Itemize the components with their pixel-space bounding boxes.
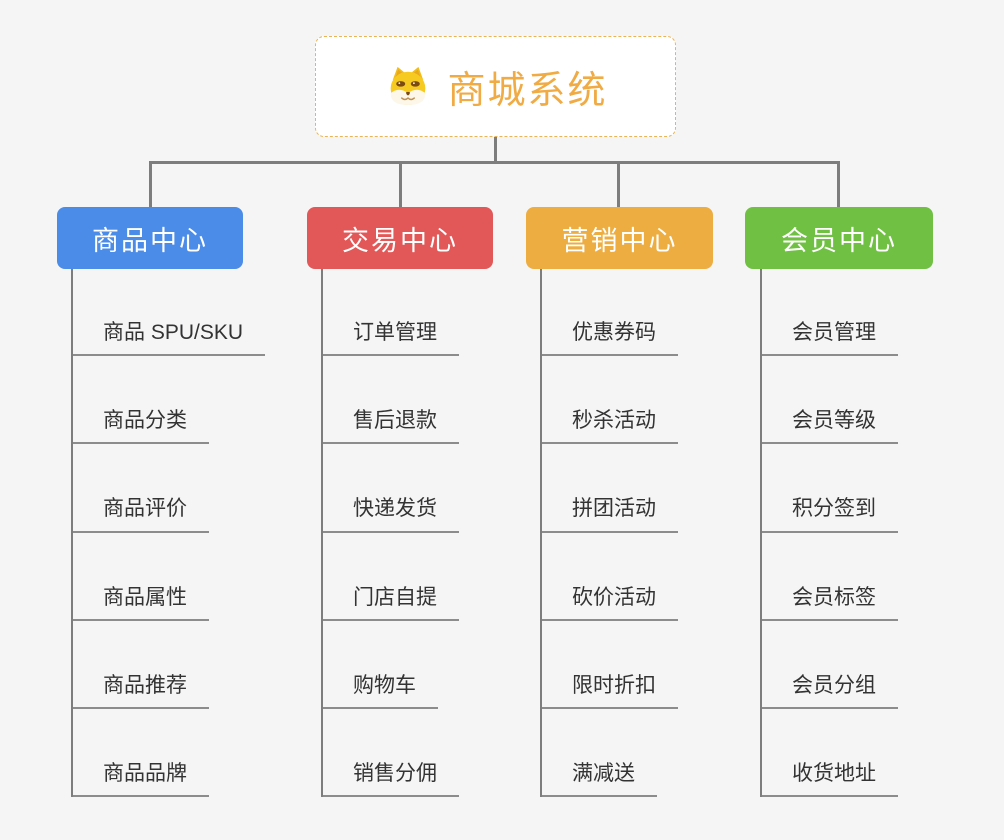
mindmap-node[interactable]: 快递发货: [323, 444, 459, 533]
root-connector-line: [494, 137, 497, 164]
node-label: 商品评价: [73, 497, 209, 533]
mindmap-node[interactable]: 门店自提: [323, 533, 459, 621]
mindmap-node[interactable]: 商品品牌: [73, 709, 265, 798]
node-label: 购物车: [323, 674, 438, 710]
node-label: 拼团活动: [542, 497, 678, 533]
node-label: 商品分类: [73, 409, 209, 445]
node-label: 商品推荐: [73, 674, 209, 710]
branch-children-product: 商品 SPU/SKU 商品分类 商品评价 商品属性 商品推荐 商品品牌: [71, 269, 266, 798]
branch-bus-line: [149, 161, 840, 164]
mindmap-node[interactable]: 积分签到: [762, 444, 898, 533]
mindmap-node[interactable]: 会员分组: [762, 621, 898, 710]
branch-drop-line: [149, 161, 152, 208]
branch-children-trade: 订单管理 售后退款 快递发货 门店自提 购物车 销售分佣: [321, 269, 459, 798]
node-label: 商品品牌: [73, 762, 209, 798]
branch-drop-line: [617, 161, 620, 208]
node-label: 快递发货: [323, 497, 459, 533]
mindmap-node[interactable]: 商品分类: [73, 356, 265, 445]
node-label: 收货地址: [762, 762, 898, 798]
mindmap-node[interactable]: 订单管理: [323, 269, 459, 356]
mindmap-node[interactable]: 秒杀活动: [542, 356, 678, 445]
branch-node-marketing-center[interactable]: 营销中心: [526, 207, 713, 269]
branch-drop-line: [399, 161, 402, 208]
node-label: 会员等级: [762, 409, 898, 445]
mindmap-node[interactable]: 会员管理: [762, 269, 898, 356]
branch-label: 营销中心: [561, 225, 678, 256]
mindmap-node[interactable]: 会员等级: [762, 356, 898, 445]
root-title: 商城系统: [447, 70, 608, 112]
mindmap-node[interactable]: 商品推荐: [73, 621, 265, 710]
mindmap-node[interactable]: 砍价活动: [542, 533, 678, 621]
branch-label: 交易中心: [342, 225, 458, 256]
mindmap-node[interactable]: 收货地址: [762, 709, 898, 798]
branch-children-marketing: 优惠券码 秒杀活动 拼团活动 砍价活动 限时折扣 满减送: [540, 269, 678, 798]
root-node[interactable]: 商城系统: [315, 36, 676, 137]
branch-node-product-center[interactable]: 商品中心: [57, 207, 243, 269]
node-label: 会员管理: [762, 321, 898, 356]
node-label: 会员分组: [762, 674, 898, 710]
mindmap-node[interactable]: 商品评价: [73, 444, 265, 533]
mindmap-node[interactable]: 满减送: [542, 709, 678, 798]
node-label: 限时折扣: [542, 674, 678, 710]
mindmap-node[interactable]: 购物车: [323, 621, 459, 710]
node-label: 砍价活动: [542, 586, 678, 621]
node-label: 售后退款: [323, 409, 459, 445]
node-label: 门店自提: [323, 586, 459, 621]
branch-drop-line: [837, 161, 840, 208]
mindmap-node[interactable]: 销售分佣: [323, 709, 459, 798]
branch-node-member-center[interactable]: 会员中心: [745, 207, 933, 269]
mindmap-node[interactable]: 限时折扣: [542, 621, 678, 710]
mindmap-node[interactable]: 会员标签: [762, 533, 898, 621]
dog-face-icon: [391, 66, 426, 105]
mindmap-node[interactable]: 商品 SPU/SKU: [73, 269, 266, 356]
node-label: 订单管理: [323, 321, 459, 356]
node-label: 满减送: [542, 762, 657, 798]
node-label: 积分签到: [762, 497, 898, 533]
branch-label: 商品中心: [92, 225, 208, 256]
node-label: 优惠券码: [542, 321, 678, 356]
node-label: 商品 SPU/SKU: [73, 321, 266, 356]
branch-label: 会员中心: [781, 225, 897, 256]
mindmap-node[interactable]: 售后退款: [323, 356, 459, 445]
mindmap-node[interactable]: 优惠券码: [542, 269, 678, 356]
node-label: 秒杀活动: [542, 409, 678, 445]
branch-children-member: 会员管理 会员等级 积分签到 会员标签 会员分组 收货地址: [760, 269, 898, 798]
mindmap-node[interactable]: 商品属性: [73, 533, 265, 621]
node-label: 商品属性: [73, 586, 209, 621]
branch-node-trade-center[interactable]: 交易中心: [307, 207, 493, 269]
mindmap-node[interactable]: 拼团活动: [542, 444, 678, 533]
node-label: 销售分佣: [323, 762, 459, 798]
node-label: 会员标签: [762, 586, 898, 621]
